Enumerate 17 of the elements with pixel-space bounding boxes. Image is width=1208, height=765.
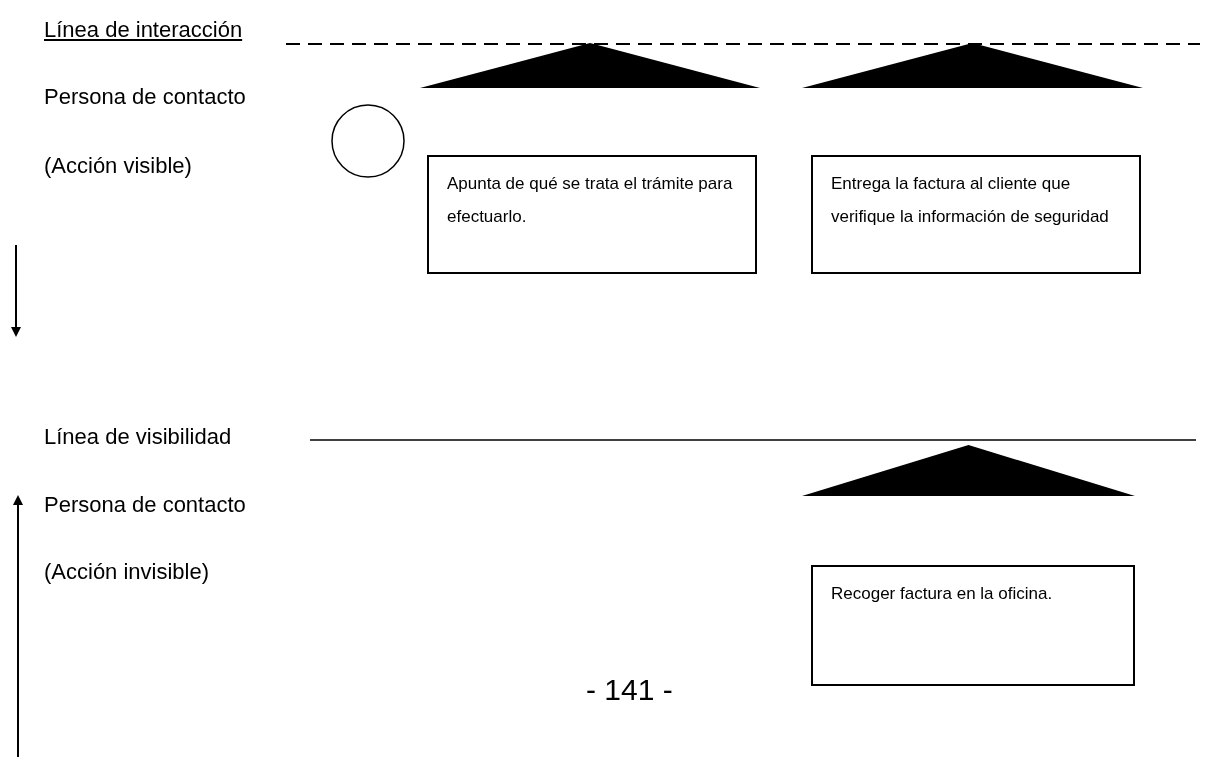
triangle-shape — [420, 43, 760, 88]
process-box — [427, 155, 757, 274]
box-text: Recoger factura en la oficina. — [831, 583, 1054, 605]
process-box — [811, 155, 1141, 274]
triangle-shape — [802, 43, 1143, 88]
circle-shape — [331, 104, 405, 178]
lane-label: Línea de interacción — [44, 16, 243, 44]
lane-label: Línea de visibilidad — [44, 423, 232, 451]
page-number: - 141 - — [586, 676, 673, 704]
lane-label: Persona de contacto — [44, 491, 246, 519]
triangle-shape — [802, 445, 1135, 496]
lane-label: Persona de contacto — [44, 83, 246, 111]
lane-label: (Acción visible) — [44, 152, 192, 180]
box-text: Entrega la factura al cliente que verifique la información de seguridad — [831, 173, 1110, 228]
process-box — [811, 565, 1135, 686]
lane-label: (Acción invisible) — [44, 558, 210, 586]
box-text: Apunta de qué se trata el trámite para efectuarlo. — [447, 173, 734, 228]
